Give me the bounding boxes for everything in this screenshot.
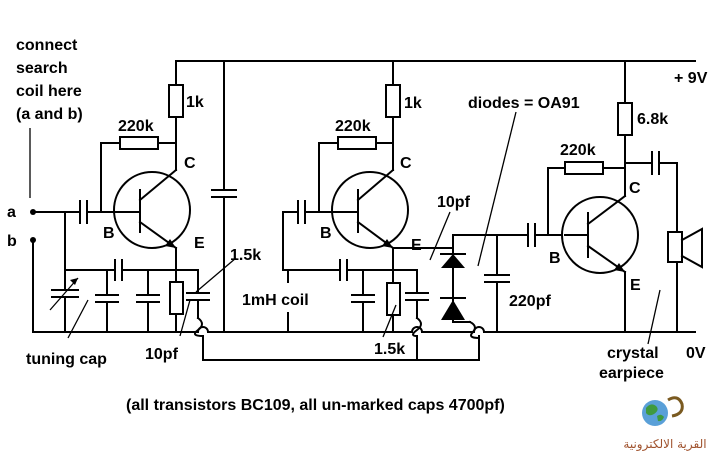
label-220k-2: 220k [335,118,371,135]
resistor-1k-2 [385,84,401,118]
callout-line-diodes [477,111,517,267]
label-220k-3: 220k [560,142,596,159]
coupling-cap-3 [527,223,566,247]
label-a-and-b: (a and b) [16,106,83,123]
callout-line-1k5 [195,257,237,293]
ground-rail [32,326,696,334]
transistor-3 [561,194,639,274]
crystal-earpiece [667,227,703,333]
supply-decoupling-cap [211,60,237,333]
input-coupling-cap [79,200,116,224]
cap-220pf [484,234,510,333]
watermark-logo: القرية الالكترونية [623,396,707,452]
label-b1: B [103,225,115,242]
callout-line-earpiece [647,289,661,345]
label-tuning-cap: tuning cap [26,351,107,368]
resistor-1k-1 [168,84,184,118]
output-coupling-cap [624,151,678,233]
cap-4700pf-1 [95,269,119,333]
label-earpiece: earpiece [599,365,664,382]
label-c2: C [400,155,412,172]
cap-4700pf-3 [351,269,375,333]
label-1k5-2: 1.5k [374,341,405,358]
callout-line-1k5-2 [382,304,397,338]
label-e2: E [411,237,422,254]
resistor-220k-2 [318,136,394,213]
label-1k-2: 1k [404,95,422,112]
label-connect: connect [16,37,78,54]
label-9v: + 9V [674,70,708,87]
feedback-cap-2 [339,259,394,281]
callout-line-10pf [179,299,191,337]
lower-bus [202,335,480,361]
feedback-cap-1 [114,259,177,281]
label-crystal: crystal [607,345,659,362]
label-e3: E [630,277,641,294]
resistor-220k-3 [547,161,626,236]
cap-10pf-2 [392,269,429,338]
detector-diodes [392,234,529,340]
resistor-1k5-1 [169,281,184,315]
label-b2: B [320,225,332,242]
label-1k-1: 1k [186,94,204,111]
terminal-a [30,209,81,215]
coil-1mh [282,269,341,333]
callout-line-10pf-2 [429,211,451,261]
callout-line-tuning [67,299,89,339]
label-e1: E [194,235,205,252]
resistor-6k8 [617,102,633,136]
label-6k8: 6.8k [637,111,668,128]
label-1mh-coil: 1mH coil [242,292,309,309]
label-220k-1: 220k [118,118,154,135]
label-b3: B [549,250,561,267]
label-search: search [16,60,68,77]
label-10pf-2: 10pf [437,194,471,211]
tuning-capacitor [49,269,79,333]
footnote: (all transistors BC109, all un-marked ca… [126,397,505,414]
label-c1: C [184,155,196,172]
label-diodes: diodes = OA91 [468,95,580,112]
label-c3: C [629,180,641,197]
watermark-text: القرية الالكترونية [623,437,706,452]
label-b: b [7,233,17,250]
label-a: a [7,204,16,221]
transistor-1 [113,168,191,250]
cap-10pf-1 [175,269,210,338]
label-10pf-1: 10pf [145,346,179,363]
terminal-b [30,237,36,333]
cap-4700pf-2 [136,269,160,333]
label-1k5-1: 1.5k [230,247,261,264]
label-220pf: 220pf [509,293,551,310]
label-coil-here: coil here [16,83,82,100]
resistor-220k-1 [100,136,177,213]
transistor-2 [331,168,409,250]
label-0v: 0V [686,345,706,362]
